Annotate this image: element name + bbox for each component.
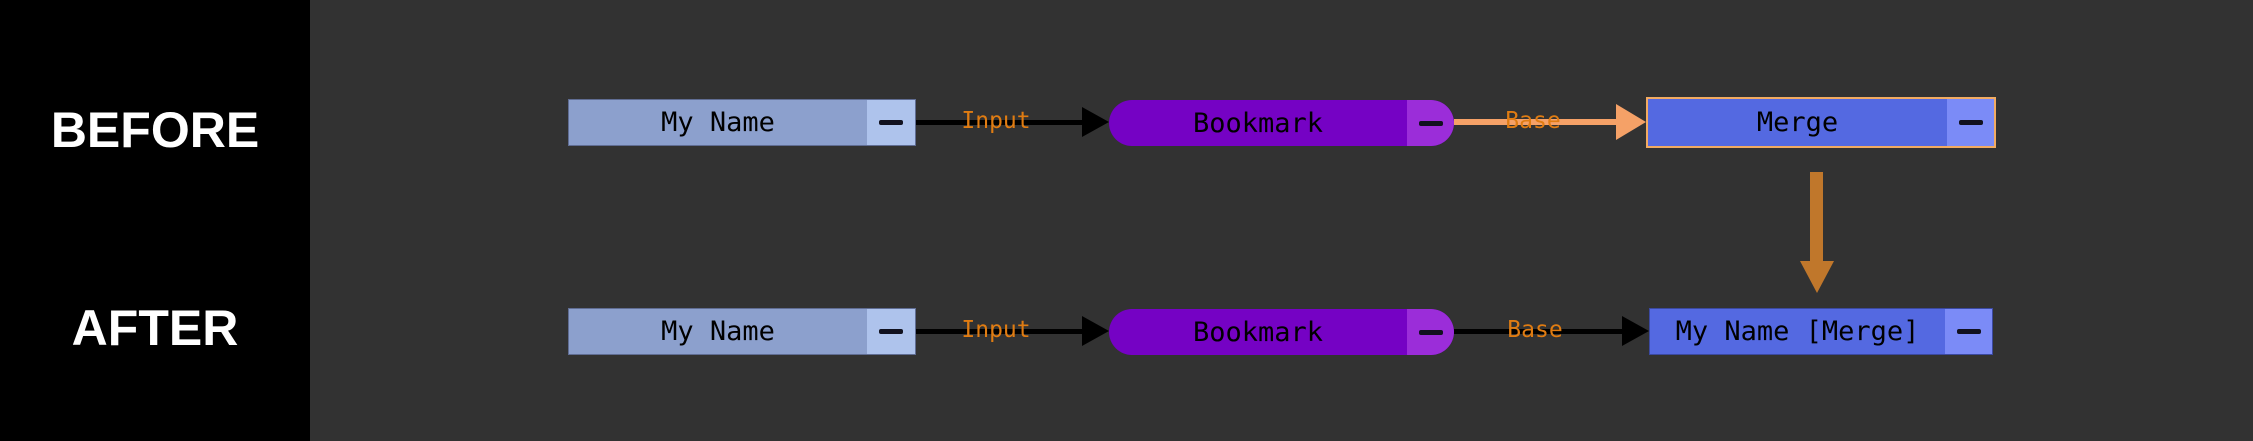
- edge-input-line-after: [916, 329, 1084, 334]
- edge-base-line-after: [1454, 329, 1622, 334]
- minus-icon: [1958, 120, 1983, 125]
- node-merge-before[interactable]: Merge: [1646, 97, 1996, 148]
- arrowhead-icon: [1082, 107, 1109, 137]
- collapse-button[interactable]: [1947, 99, 1994, 146]
- minus-icon: [1956, 329, 1981, 334]
- transition-arrow-shaft: [1810, 172, 1823, 261]
- node-my-name-after[interactable]: My Name: [568, 308, 916, 355]
- node-bookmark-before[interactable]: Bookmark: [1109, 100, 1454, 146]
- edge-label-base-after: Base: [1507, 316, 1563, 343]
- node-my-name-merge-after[interactable]: My Name [Merge]: [1649, 308, 1993, 355]
- minus-icon: [1418, 329, 1443, 335]
- minus-icon: [1418, 120, 1443, 126]
- collapse-button[interactable]: [867, 100, 915, 145]
- node-label: My Name [Merge]: [1675, 316, 1920, 347]
- node-label: Bookmark: [1192, 107, 1324, 139]
- collapse-button[interactable]: [1407, 309, 1454, 355]
- sidebar: BEFORE AFTER: [0, 0, 310, 441]
- node-label: My Name: [661, 107, 775, 138]
- after-label: AFTER: [71, 300, 239, 356]
- node-my-name-before[interactable]: My Name: [568, 99, 916, 146]
- node-bookmark-after[interactable]: Bookmark: [1109, 309, 1454, 355]
- node-label: Merge: [1756, 107, 1839, 138]
- minus-icon: [879, 329, 903, 334]
- collapse-button[interactable]: [867, 309, 915, 354]
- before-label: BEFORE: [50, 102, 260, 158]
- node-label: My Name: [661, 316, 775, 347]
- down-arrowhead-icon: [1800, 261, 1834, 293]
- edge-label-input-before: Input: [961, 107, 1031, 134]
- node-label: Bookmark: [1192, 316, 1324, 348]
- arrowhead-icon: [1616, 104, 1646, 140]
- minus-icon: [879, 120, 903, 125]
- collapse-button[interactable]: [1945, 309, 1992, 354]
- edge-base-line-before: [1454, 119, 1620, 125]
- arrowhead-icon: [1622, 316, 1649, 346]
- edge-label-base-before: Base: [1505, 107, 1561, 134]
- arrowhead-icon: [1082, 316, 1109, 346]
- collapse-button[interactable]: [1407, 100, 1454, 146]
- edge-label-input-after: Input: [961, 316, 1031, 343]
- edge-input-line-before: [916, 120, 1084, 125]
